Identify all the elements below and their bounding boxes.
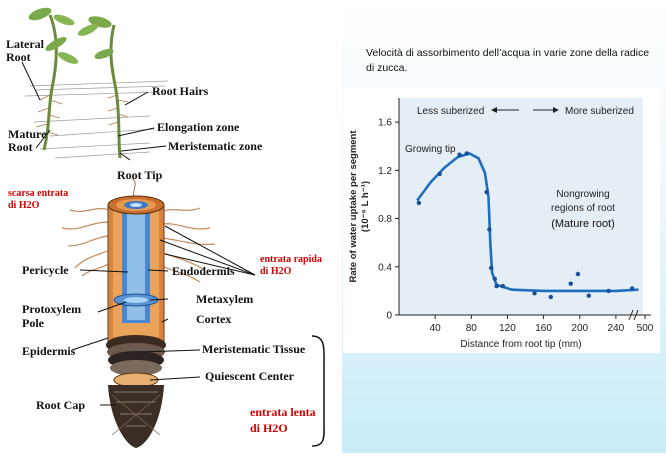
data-point [532,291,537,296]
x-tick-label: 240 [608,323,625,334]
annotation-growing-tip: Growing tip [405,144,456,155]
annotation-more-suberized: More suberized [565,106,634,117]
label-mature-root: Mature Root [8,127,47,154]
x-tick-label: 200 [571,323,588,334]
label-metaxylem: Metaxylem [196,292,254,306]
root-anatomy-diagram: Lateral Root Root Hairs Elongation zone … [6,7,325,448]
label-epidermis: Epidermis [22,344,76,358]
plot-area [399,98,643,315]
soil-lines [24,80,169,159]
data-point [586,293,591,298]
x-tick-label: 40 [430,323,442,334]
label-elongation-zone: Elongation zone [157,120,240,134]
data-point [500,283,506,289]
label-pericycle: Pericycle [22,263,69,277]
annotation-nongrowing-line1: Nongrowing [556,189,609,200]
x-tick-label: 120 [499,323,516,334]
y-tick-label: 0.8 [378,214,392,225]
data-point [464,151,469,156]
data-point [575,271,581,277]
label-root-cap: Root Cap [36,398,86,412]
chart-axes: 0 0.4 0.8 1.2 1.6 40 80 120 160 200 240 500 [378,98,654,334]
data-point [416,200,422,206]
data-point [492,276,497,282]
y-axis-label-line2: (10⁻⁶ L h⁻¹) [360,181,371,232]
root-illustration [21,7,325,448]
data-point [494,283,499,289]
series-curve [416,152,639,293]
note-entrata-lenta: entrata lenta di H2O [250,405,316,435]
label-lateral-root: Lateral Root [6,37,44,64]
y-tick-label: 1.6 [378,118,392,129]
label-meristematic-zone: Meristematic zone [168,139,263,153]
data-point [484,189,489,195]
water-uptake-chart: 0 0.4 0.8 1.2 1.6 40 80 120 160 200 240 500 Less su… [343,88,660,353]
root-cylinder [61,177,216,448]
data-point [488,265,494,271]
x-tick-label: 80 [466,323,478,334]
data-point [629,286,635,291]
label-quiescent-center: Quiescent Center [205,369,294,383]
label-protoxylem-pole: Protoxylem Pole [22,302,82,330]
chart-svg: 0 0.4 0.8 1.2 1.6 40 80 120 160 200 240 500 Less su… [348,98,654,350]
y-axis-label-line1: Rate of water uptake per segment [348,130,359,283]
label-root-hairs: Root Hairs [152,84,209,98]
data-point [457,152,462,157]
y-tick-label: 1.2 [378,166,392,177]
label-endodermis: Endodermis [172,264,235,278]
label-meristematic-tissue: Meristematic Tissue [202,342,306,356]
x-tick-label: 160 [535,323,552,334]
data-point [487,227,492,232]
label-cortex: Cortex [196,312,232,326]
annotation-nongrowing-line2: regions of root [551,203,615,214]
data-point [568,281,573,286]
pointer-lines [21,61,256,406]
y-tick-label: 0.4 [378,262,392,273]
data-point [606,288,611,294]
annotation-less-suberized: Less suberized [417,106,484,117]
figure-caption: Velocità di assorbimento dell’acqua in v… [366,47,650,74]
annotation-mature-root: (Mature root) [551,218,615,230]
note-entrata-rapida: entrata rapida di H2O [260,254,322,277]
suberized-arrows [491,107,559,113]
note-scarsa-entrata: scarsa entrata di H2O [8,188,69,211]
axis-break-mark [628,309,634,321]
y-tick-label: 0 [386,311,392,322]
arrow-right-head [553,107,559,113]
x-tick-label: 500 [637,323,654,334]
seedlings [28,7,129,159]
axis-break-mark [633,309,639,321]
bracket [311,335,325,447]
arrow-left-head [491,107,497,113]
label-root-tip: Root Tip [117,168,163,182]
chart-marks [416,151,639,300]
data-point [437,171,442,177]
data-point [548,294,554,300]
x-axis-label: Distance from root tip (mm) [460,339,581,350]
